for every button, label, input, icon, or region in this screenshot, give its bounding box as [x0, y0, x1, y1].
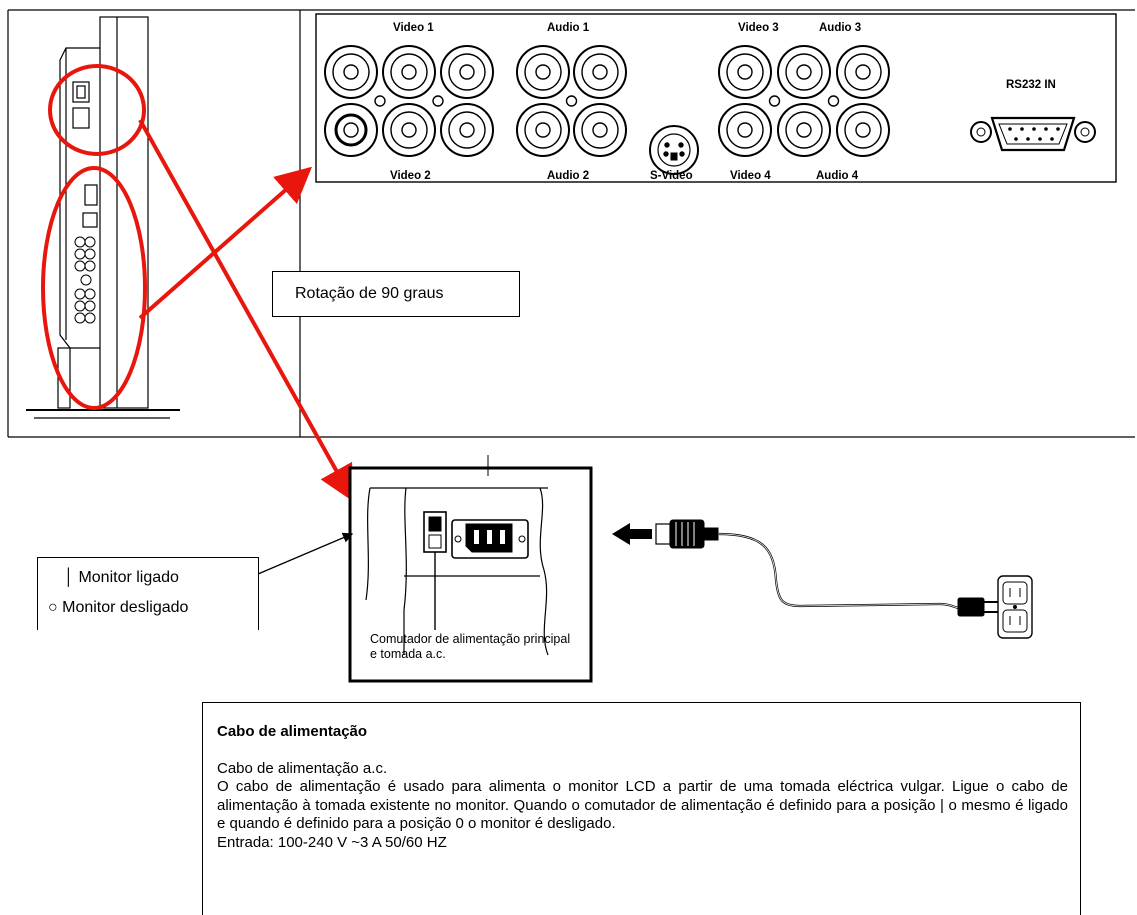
power-cable-title: Cabo de alimentação — [217, 723, 368, 740]
panel-screw — [827, 95, 840, 107]
rca-jack-pin — [343, 122, 359, 138]
ac-socket — [451, 519, 529, 559]
label-audio3: Audio 3 — [819, 22, 861, 34]
connector-highlight-ellipse — [41, 166, 147, 410]
power-cable-subtitle: Cabo de alimentação a.c. — [217, 759, 388, 777]
label-audio2: Audio 2 — [547, 170, 589, 182]
power-cable-input: Entrada: 100-240 V ~3 A 50/60 HZ — [217, 833, 447, 851]
label-audio4: Audio 4 — [816, 170, 859, 182]
legend-off: ○ Monitor desligado — [48, 599, 189, 616]
rotation-label: Rotação de 90 graus — [295, 285, 444, 302]
rca-jack-pin — [796, 64, 812, 80]
rca-jack-pin — [535, 64, 551, 80]
legend-on: │ Monitor ligado — [64, 569, 179, 586]
rca-jack-pin — [737, 64, 753, 80]
power-cable-description: O cabo de alimentação é usado para alime… — [217, 778, 1068, 832]
rca-jack-pin — [401, 122, 417, 138]
label-video2: Video 2 — [390, 170, 431, 182]
rotation-label-box: Rotação de 90 graus — [272, 271, 520, 317]
rca-jack-pin — [855, 64, 871, 80]
rca-jack-pin — [343, 64, 359, 80]
label-rs232: RS232 IN — [1006, 79, 1056, 91]
label-video3: Video 3 — [738, 22, 779, 34]
label-svideo: S-Video — [650, 170, 693, 182]
legend-pointer-arrow — [257, 532, 354, 575]
side-connectors — [74, 236, 96, 324]
rca-jack-pin — [737, 122, 753, 138]
rca-jack-pin — [592, 64, 608, 80]
switch-caption: Comutador de alimentação principal e tom… — [370, 632, 571, 661]
connector-panel: Video 1 Audio 1 Video 3 Audio 3 RS232 IN… — [315, 13, 1117, 183]
svideo-connector — [649, 125, 699, 175]
switch-legend-box: │ Monitor ligado ○ Monitor desligado — [37, 557, 259, 630]
red-arrow-to-panel — [138, 166, 313, 320]
rca-jack-pin — [592, 122, 608, 138]
upper-frame — [7, 9, 1135, 438]
power-cable-box: Cabo de alimentação Cabo de alimentação … — [202, 702, 1081, 915]
rca-jack-pin — [401, 64, 417, 80]
wall-outlet — [997, 575, 1033, 639]
switch-closeup — [348, 455, 593, 683]
power-cord — [612, 519, 1033, 639]
red-arrow-to-switch — [138, 119, 354, 502]
rca-jack-pin — [459, 122, 475, 138]
panel-screw — [565, 95, 578, 107]
panel-screw — [432, 95, 444, 107]
rca-jack-pin — [855, 122, 871, 138]
panel-screw — [374, 95, 386, 107]
label-audio1: Audio 1 — [547, 22, 590, 34]
panel-screw — [768, 95, 781, 107]
label-video4: Video 4 — [730, 170, 771, 182]
rca-jacks — [324, 45, 890, 157]
rca-jack-pin — [459, 64, 475, 80]
label-video1: Video 1 — [393, 22, 434, 34]
insert-arrow — [612, 523, 652, 545]
rca-jack-pin — [796, 122, 812, 138]
monitor-side-view — [26, 16, 180, 419]
power-highlight-ellipse — [48, 64, 146, 156]
rs232-connector — [970, 116, 1096, 152]
rca-jack-pin — [535, 122, 551, 138]
